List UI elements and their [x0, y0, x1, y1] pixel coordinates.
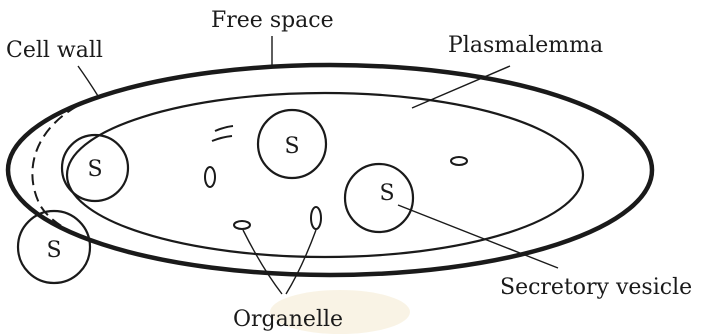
label-organelle: Organelle [233, 307, 343, 332]
label-free-space: Free space [211, 8, 334, 33]
leader-cell-wall [78, 66, 98, 96]
vesicle-top: S [258, 110, 326, 178]
vesicle-label: S [284, 134, 299, 159]
organelle-oval-c [234, 221, 250, 229]
label-secretory-vesicle: Secretory vesicle [500, 275, 692, 300]
organelle-oval-d [451, 157, 467, 165]
vesicle-label: S [46, 238, 61, 263]
organelles [205, 126, 467, 229]
organelle-oval-a [205, 167, 215, 187]
label-cell-wall: Cell wall [6, 38, 103, 63]
organelle-stroke-b [212, 136, 232, 141]
label-plasmalemma: Plasmalemma [448, 33, 603, 58]
cell-wall [8, 65, 652, 275]
leader-organelle-left [243, 230, 282, 294]
vesicle-label: S [379, 181, 394, 206]
vesicle-right: S [345, 164, 413, 232]
vesicle-left: S [62, 135, 128, 201]
organelle-oval-b [311, 207, 321, 229]
leader-organelle-right [286, 230, 316, 294]
organelle-stroke-a [215, 126, 233, 131]
vesicle-label: S [87, 157, 102, 182]
leader-secretory-vesicle [398, 205, 558, 268]
plasmalemma [67, 93, 583, 257]
